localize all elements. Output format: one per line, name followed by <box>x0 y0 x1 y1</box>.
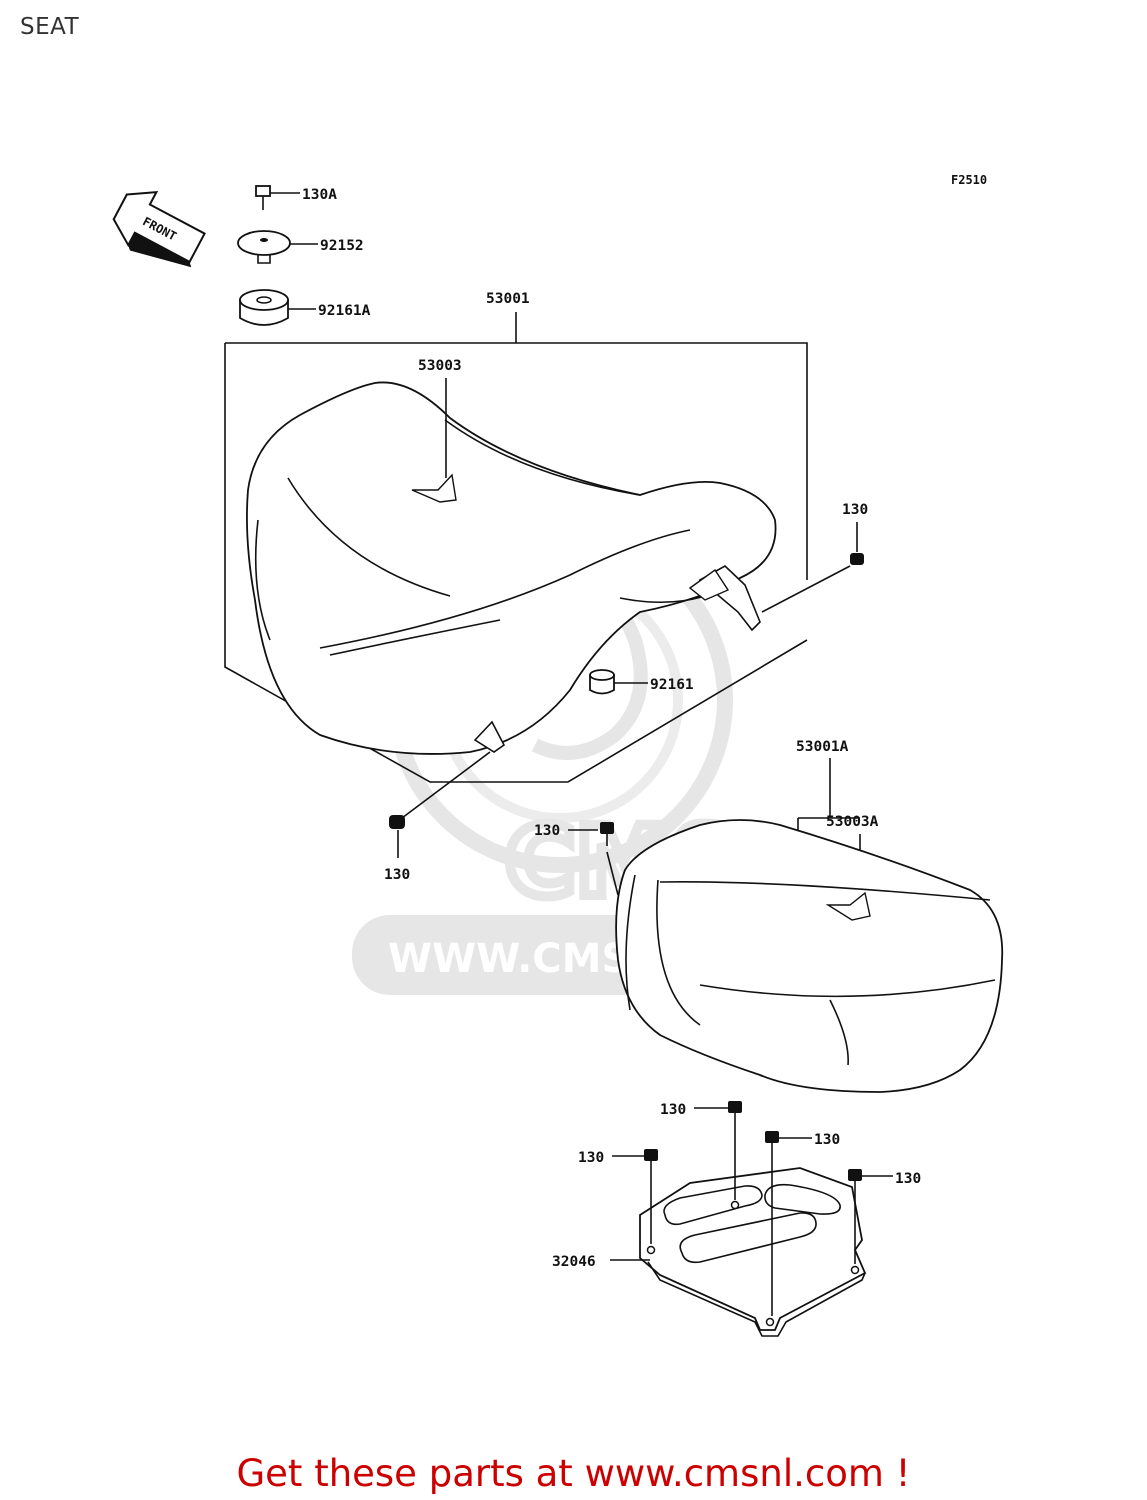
parts-diagram: CMS WWW.CMSNL.COM FRONT F2510 130A 92152… <box>112 173 1004 1337</box>
label-53003: 53003 <box>418 358 462 374</box>
rear-seat-icon <box>615 819 1004 1093</box>
washer-92152-icon <box>237 230 291 264</box>
label-92161a: 92161A <box>318 303 371 319</box>
front-seat-icon <box>246 381 777 755</box>
label-130-plate-1: 130 <box>578 1150 604 1166</box>
bolt-130-plate-3-icon <box>765 1131 779 1316</box>
figure-code: F2510 <box>951 173 987 187</box>
bolt-130a-icon <box>255 185 271 210</box>
damper-92161a-icon <box>239 289 289 326</box>
get-parts-link[interactable]: Get these parts at www.cmsnl.com ! <box>236 1452 911 1495</box>
label-92152: 92152 <box>320 238 364 254</box>
label-53001: 53001 <box>486 291 530 307</box>
label-130-plate-4: 130 <box>895 1171 921 1187</box>
label-130-plate-2: 130 <box>660 1102 686 1118</box>
bolt-130-right-icon <box>850 553 864 565</box>
label-53003a: 53003A <box>826 814 879 830</box>
front-arrow-icon: FRONT <box>112 190 206 268</box>
label-32046: 32046 <box>552 1254 596 1270</box>
damper-92161-icon <box>589 669 615 695</box>
bolt-130-plate-2-icon <box>728 1101 742 1200</box>
label-130-plate-3: 130 <box>814 1132 840 1148</box>
bolt-130-plate-4-icon <box>848 1169 862 1264</box>
label-130-right: 130 <box>842 502 868 518</box>
bolt-130-left-icon <box>389 815 405 829</box>
page-title: SEAT <box>20 14 80 40</box>
label-130a: 130A <box>302 187 337 203</box>
label-53001a: 53001A <box>796 739 849 755</box>
bolt-130-rear-seat-icon <box>600 822 614 846</box>
bolt-130-plate-1-icon <box>644 1149 658 1244</box>
label-130-left: 130 <box>384 867 410 883</box>
label-130-rear-seat: 130 <box>534 823 560 839</box>
label-92161: 92161 <box>650 677 694 693</box>
plate-32046-icon <box>639 1167 867 1337</box>
